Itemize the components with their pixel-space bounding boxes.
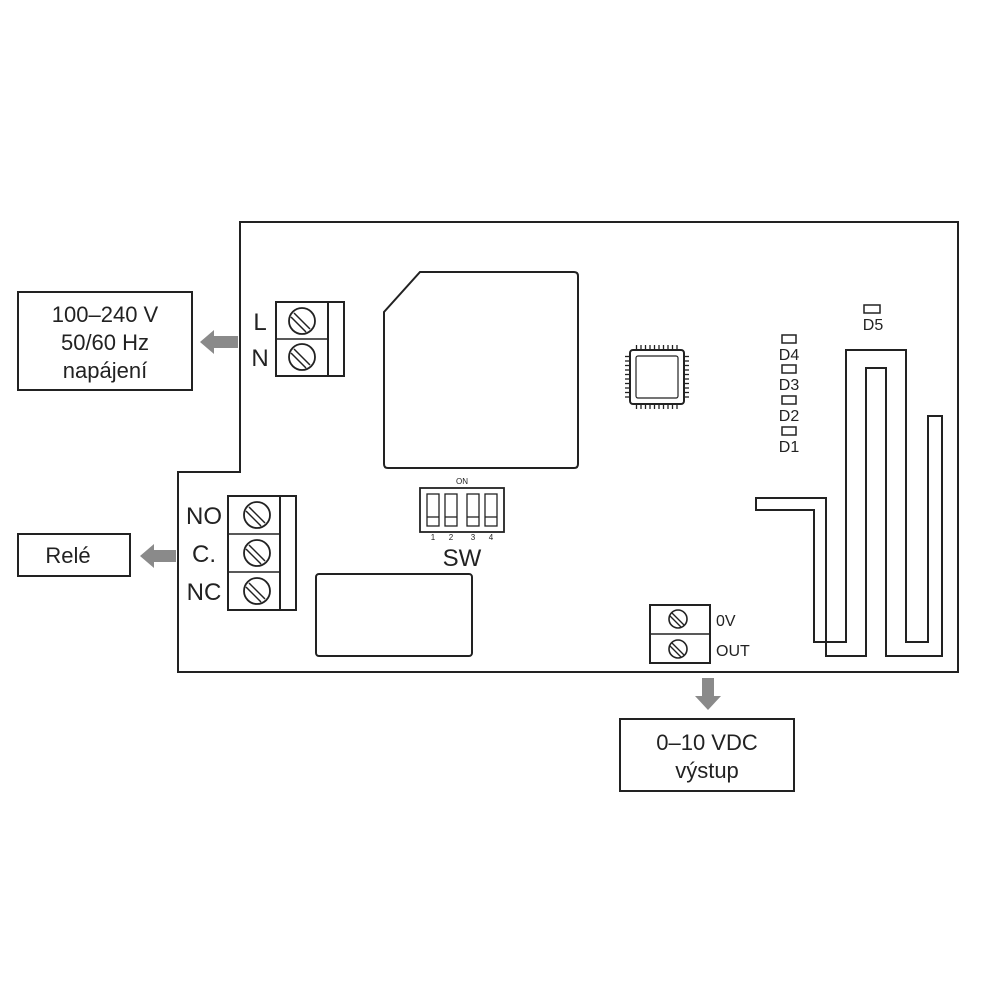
terminal-screw-icon xyxy=(668,639,688,659)
relay-arrow-icon xyxy=(140,544,176,568)
dip-switch-toggle-4 xyxy=(484,493,498,527)
dip-switch-toggle-3 xyxy=(466,493,480,527)
terminal-screw-icon xyxy=(288,343,316,371)
relay-box: Relé xyxy=(17,533,131,577)
led-d2: D2 xyxy=(779,395,800,425)
terminal-screw-icon xyxy=(243,501,271,529)
led-d3: D3 xyxy=(779,364,800,394)
pcb-antenna-trace xyxy=(755,349,943,657)
power-voltage-text: 100–240 V xyxy=(52,302,159,327)
terminal-label-nc: NC xyxy=(187,579,222,606)
microcontroller-chip xyxy=(625,345,689,409)
dip-number-2: 2 xyxy=(449,533,454,542)
led-label-d1: D1 xyxy=(779,439,800,456)
dip-switch-name: SW xyxy=(443,545,482,572)
output-arrow-icon xyxy=(695,678,721,710)
led-label-d5: D5 xyxy=(863,317,884,334)
pcb-outline xyxy=(177,221,959,673)
terminal-label-n: N xyxy=(251,345,268,372)
power-supply-text: napájení xyxy=(63,358,147,383)
power-input-box: 100–240 V 50/60 Hz napájení xyxy=(17,291,193,391)
relay-label: Relé xyxy=(45,543,90,568)
led-label-d2: D2 xyxy=(779,408,800,425)
power-terminal-block xyxy=(275,301,345,377)
output-terminal-block xyxy=(649,604,711,664)
transformer-component xyxy=(383,271,579,469)
output-type-text: výstup xyxy=(675,758,739,783)
terminal-label-out: OUT xyxy=(716,643,750,660)
output-voltage-text: 0–10 VDC xyxy=(656,730,758,755)
dip-number-3: 3 xyxy=(471,533,476,542)
relay-terminal-block xyxy=(227,495,297,611)
output-box: 0–10 VDC výstup xyxy=(619,718,795,792)
power-frequency-text: 50/60 Hz xyxy=(61,330,149,355)
terminal-label-0v: 0V xyxy=(716,613,736,630)
dip-switch: ON 1 2 3 4 SW xyxy=(419,477,505,572)
dip-on-label: ON xyxy=(456,477,468,486)
led-d5: D5 xyxy=(863,304,884,334)
power-arrow-icon xyxy=(200,330,238,354)
led-label-d3: D3 xyxy=(779,377,800,394)
dip-number-4: 4 xyxy=(489,533,494,542)
led-d1: D1 xyxy=(779,426,800,456)
terminal-label-no: NO xyxy=(186,503,222,530)
terminal-screw-icon xyxy=(243,577,271,605)
dip-switch-toggle-2 xyxy=(444,493,458,527)
dip-number-1: 1 xyxy=(431,533,436,542)
relay-component xyxy=(315,573,473,657)
terminal-screw-icon xyxy=(288,307,316,335)
terminal-label-l: L xyxy=(253,309,266,336)
led-label-d4: D4 xyxy=(779,347,800,364)
terminal-screw-icon xyxy=(668,609,688,629)
terminal-label-c: C. xyxy=(192,541,216,568)
terminal-screw-icon xyxy=(243,539,271,567)
led-d4: D4 xyxy=(779,334,800,364)
dip-switch-toggle-1 xyxy=(426,493,440,527)
